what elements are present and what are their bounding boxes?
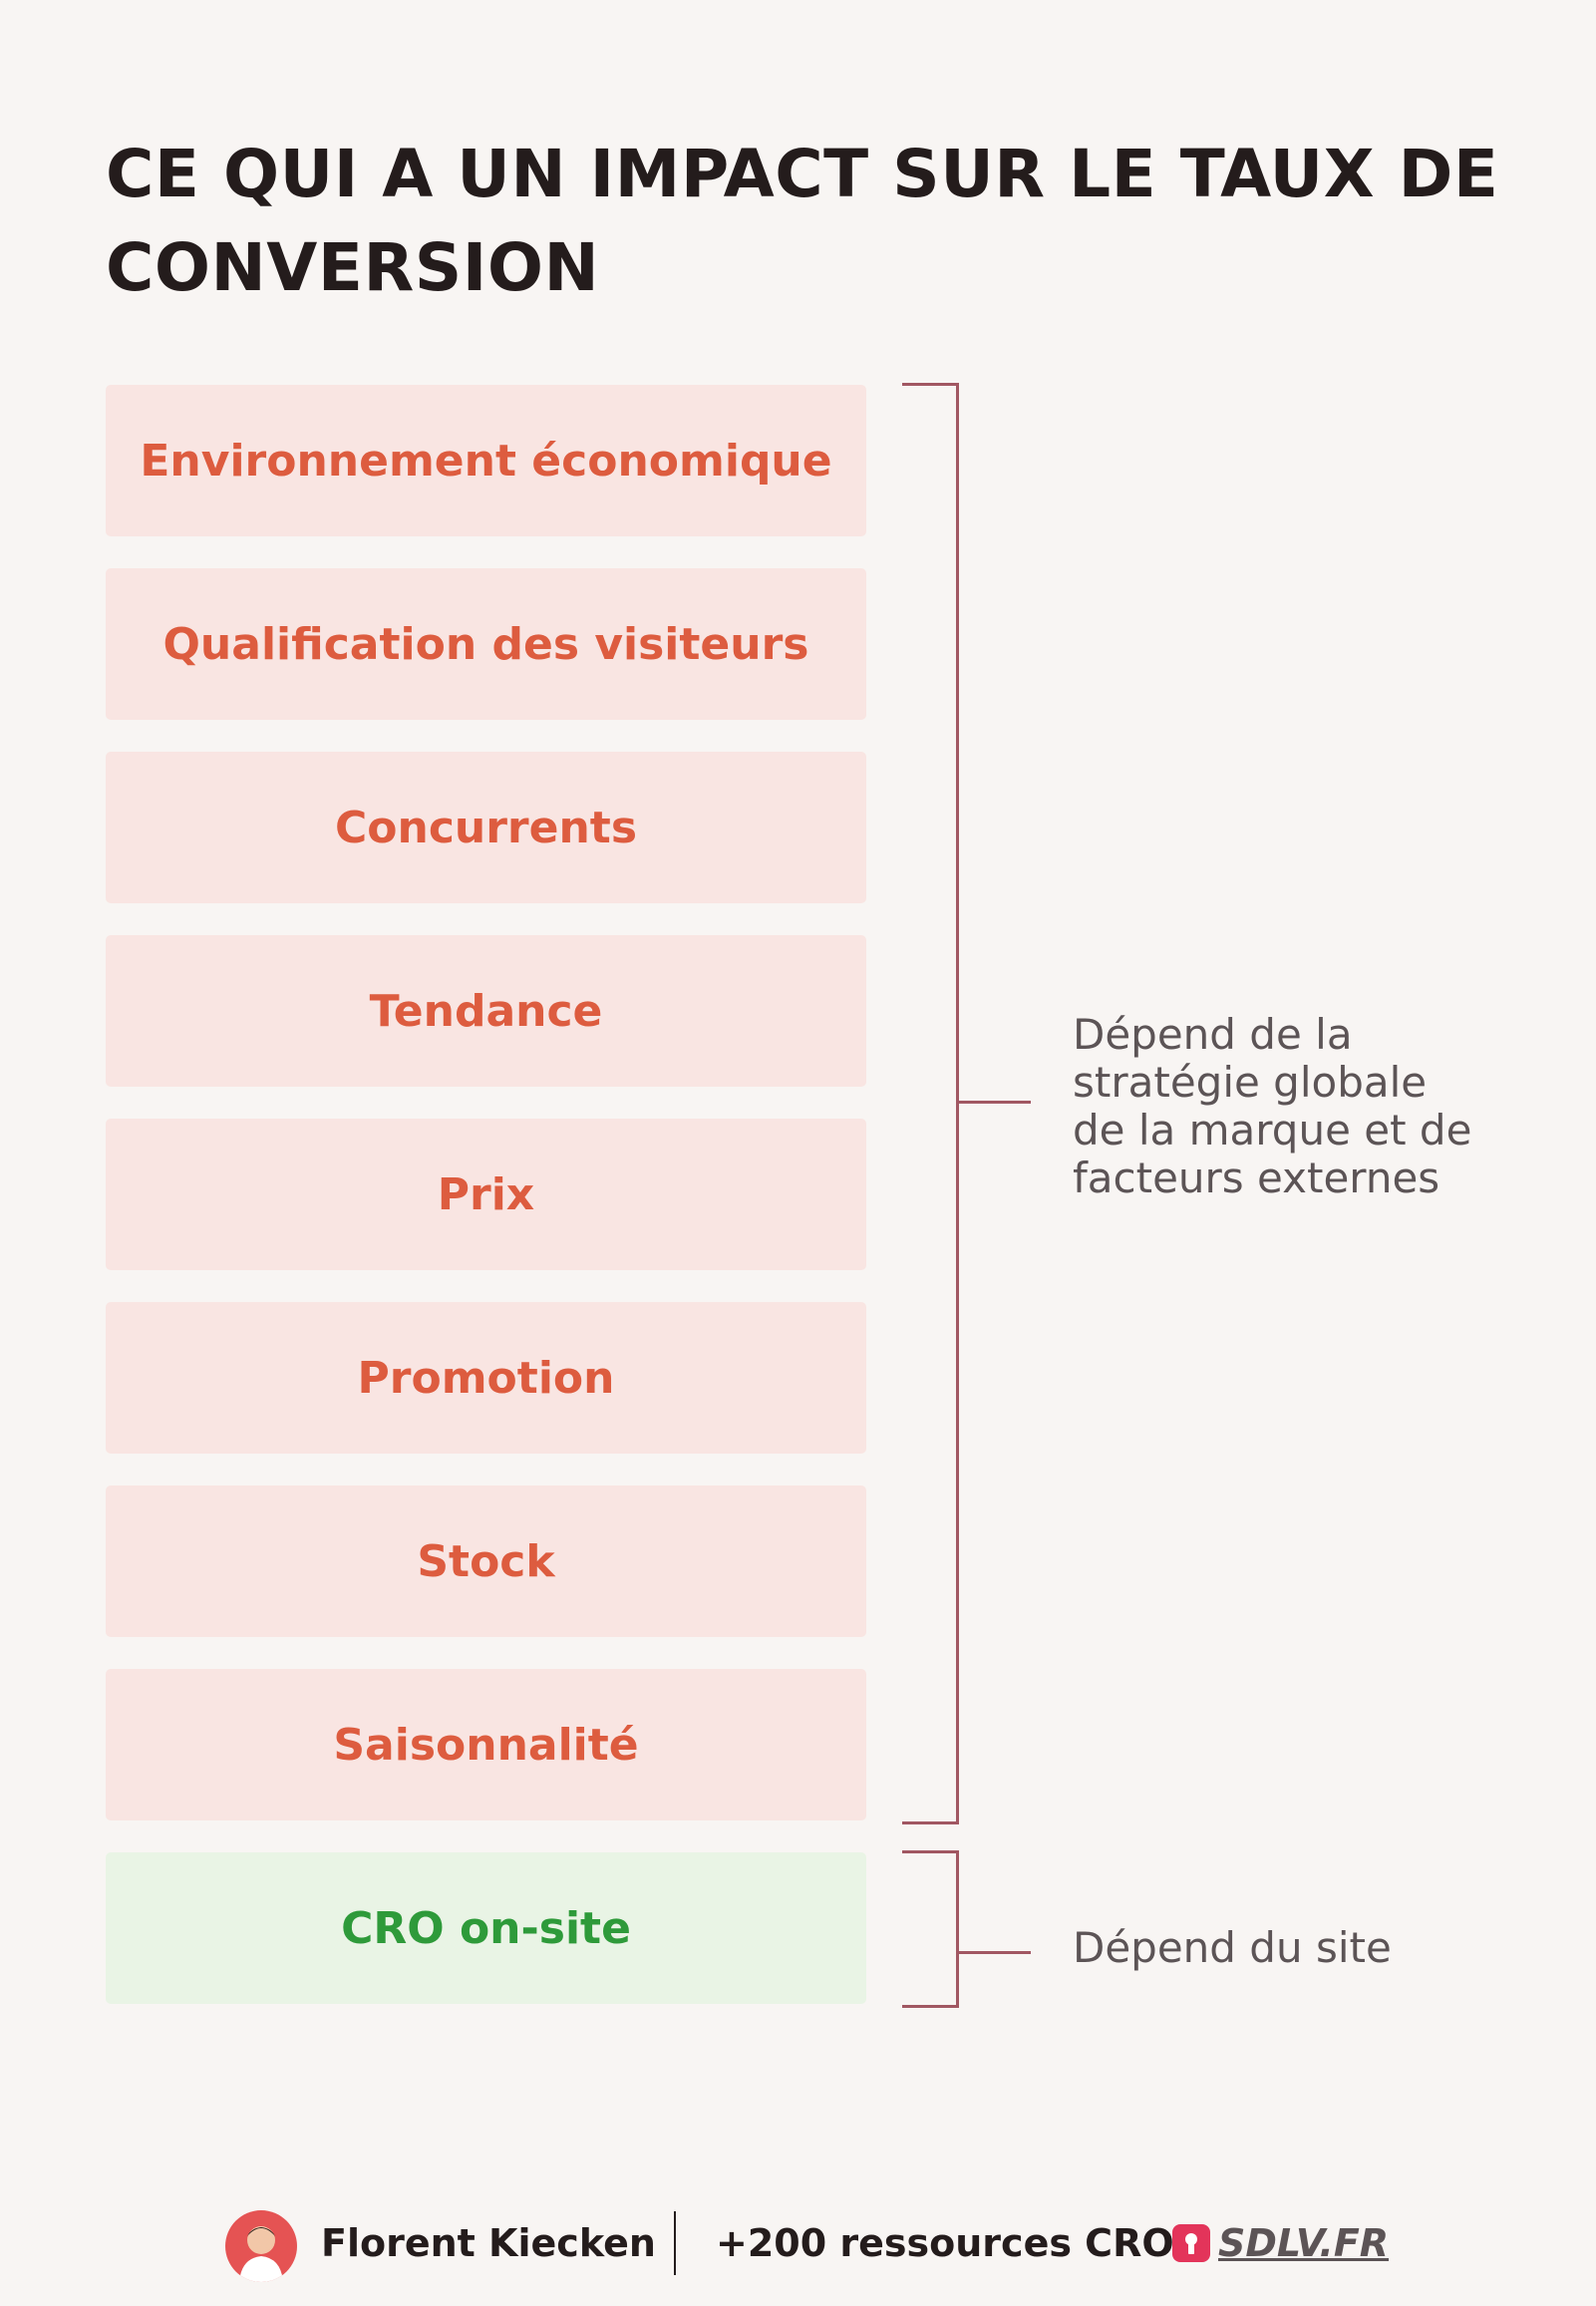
group-label-line: stratégie globale	[1073, 1058, 1428, 1107]
group-label-line: Dépend du site	[1073, 1923, 1392, 1972]
factor-qualification-visiteurs: Qualification des visiteurs	[106, 568, 866, 720]
keyhole-icon	[1172, 2224, 1210, 2262]
group-label-onsite: Dépend du site	[1073, 1924, 1392, 1972]
group-label-line: de la marque et de	[1073, 1106, 1472, 1154]
avatar	[225, 2210, 297, 2282]
footer-divider	[674, 2211, 676, 2275]
bracket-external-tick	[959, 1101, 1031, 1104]
bracket-onsite	[902, 1850, 959, 2008]
author-name: Florent Kiecken	[321, 2221, 656, 2265]
factor-stock: Stock	[106, 1485, 866, 1637]
resources-text: +200 ressources CRO :	[716, 2221, 1203, 2265]
sdlv-link[interactable]: SDLV.FR	[1218, 2221, 1390, 2265]
factor-promotion: Promotion	[106, 1302, 866, 1454]
factor-tendance: Tendance	[106, 935, 866, 1087]
factor-cro-on-site: CRO on-site	[106, 1852, 866, 2004]
factor-saisonnalite: Saisonnalité	[106, 1669, 866, 1820]
bracket-onsite-tick	[959, 1951, 1031, 1954]
factor-prix: Prix	[106, 1119, 866, 1270]
bracket-external-factors	[902, 383, 959, 1824]
group-label-line: facteurs externes	[1073, 1153, 1440, 1202]
factor-concurrents: Concurrents	[106, 752, 866, 903]
page-title: CE QUI A UN IMPACT SUR LE TAUX DE CONVER…	[106, 136, 1499, 306]
factor-environnement-economique: Environnement économique	[106, 385, 866, 536]
group-label-external: Dépend de la stratégie globale de la mar…	[1073, 1011, 1471, 1202]
group-label-line: Dépend de la	[1073, 1010, 1353, 1059]
